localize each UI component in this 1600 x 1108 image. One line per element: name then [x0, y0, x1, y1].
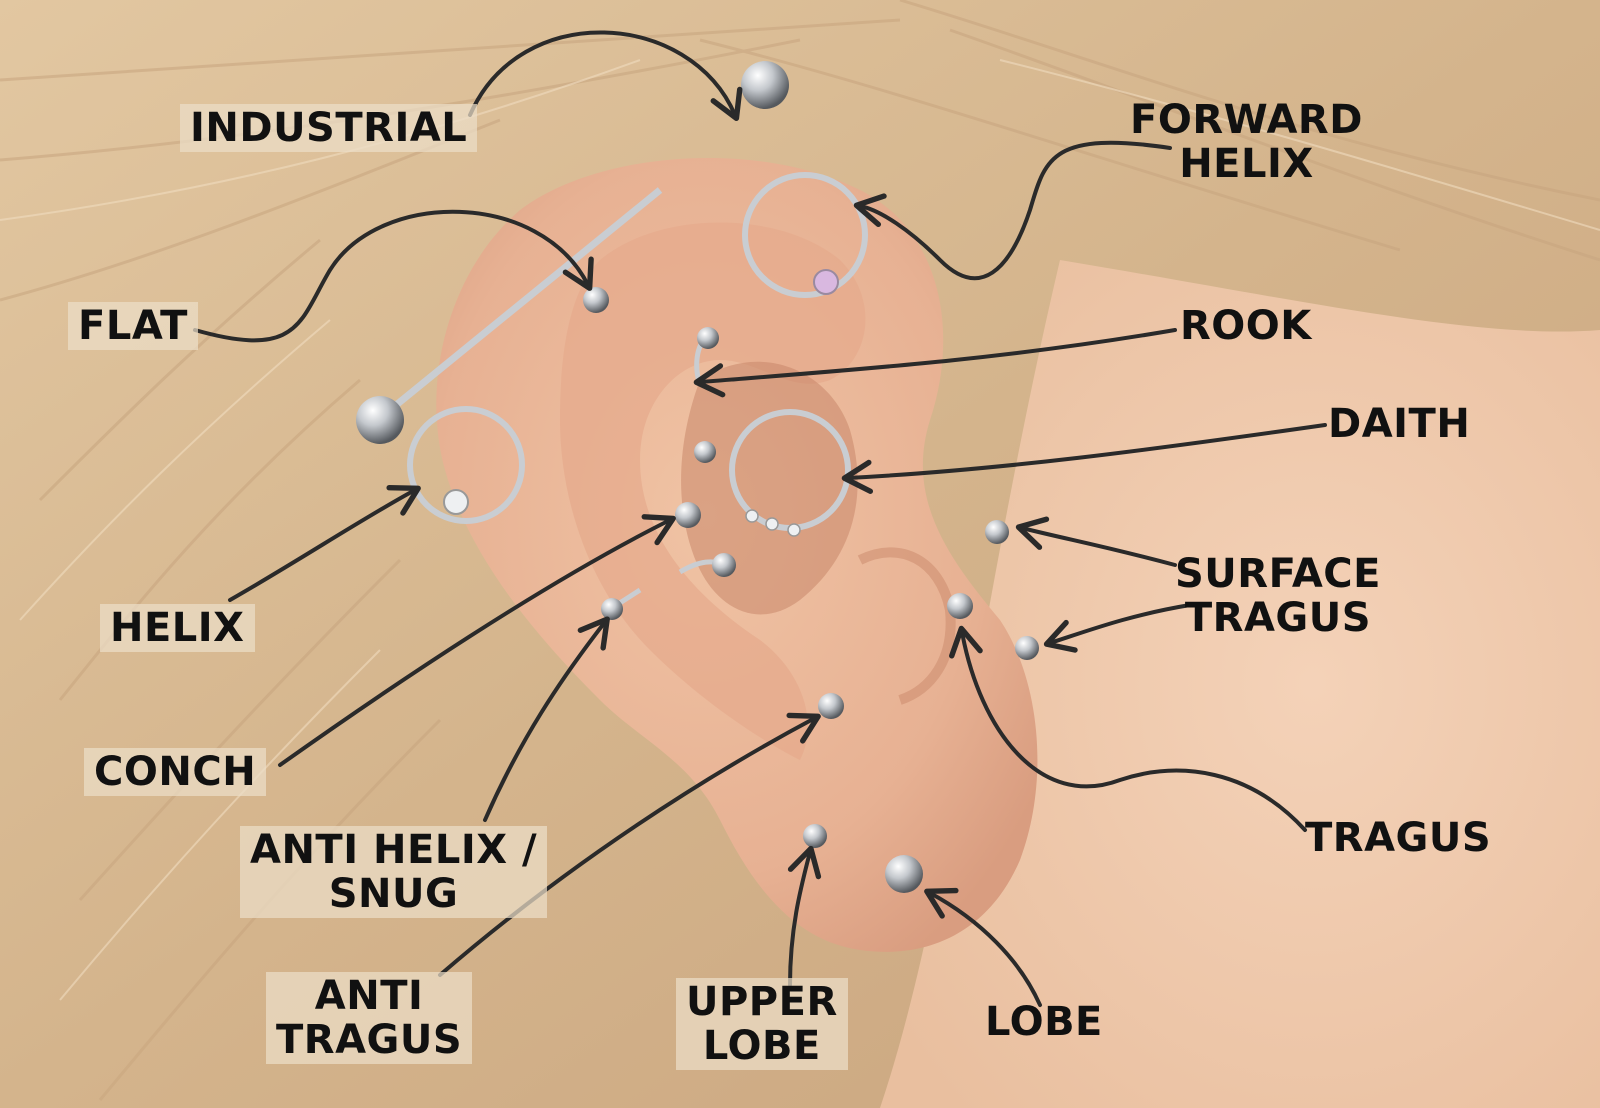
industrial-ball-top: [741, 61, 789, 109]
tragus-stud: [947, 593, 973, 619]
label-helix: HELIX: [100, 604, 255, 652]
label-lobe: LOBE: [975, 998, 1113, 1046]
arrow-lobe: [924, 887, 1042, 1007]
arrow-conch: [278, 514, 676, 767]
arrow-helix: [228, 485, 421, 602]
label-helix-text: HELIX: [110, 605, 245, 651]
label-flat: FLAT: [68, 302, 198, 350]
industrial-ball-left: [356, 396, 404, 444]
label-tragus: TRAGUS: [1295, 814, 1501, 862]
arrow-upper-lobe: [787, 845, 822, 987]
arrow-snug: [483, 616, 610, 822]
helix-gem: [443, 489, 469, 515]
label-upper-lobe-line1: UPPER: [686, 979, 838, 1025]
label-tragus-text: TRAGUS: [1305, 815, 1492, 861]
label-lobe-text: LOBE: [985, 999, 1103, 1045]
label-daith: DAITH: [1318, 400, 1480, 448]
label-anti-tragus: ANTI TRAGUS: [266, 972, 473, 1064]
label-surface-tragus: SURFACE TRAGUS: [1165, 550, 1391, 642]
surface-tragus-bottom: [1015, 636, 1039, 660]
label-anti-tragus-line1: ANTI: [314, 973, 424, 1019]
arrows: [193, 30, 1327, 1007]
arrow-surface-tragus-1: [1015, 516, 1177, 567]
anti-tragus-stud: [818, 693, 844, 719]
rook-ball-top: [697, 327, 719, 349]
label-anti-helix-snug-line2: SNUG: [328, 871, 459, 917]
label-rook-text: ROOK: [1180, 303, 1312, 349]
flat-stud: [583, 287, 609, 313]
arrow-anti-tragus: [438, 712, 821, 977]
arrow-industrial: [468, 30, 743, 122]
label-forward-helix: FORWARD HELIX: [1120, 96, 1373, 188]
label-forward-helix-line2: HELIX: [1179, 141, 1314, 187]
label-upper-lobe: UPPER LOBE: [676, 978, 848, 1070]
label-flat-text: FLAT: [78, 303, 188, 349]
label-rook: ROOK: [1170, 302, 1322, 350]
label-daith-text: DAITH: [1328, 401, 1471, 447]
forward-helix-ring: [742, 172, 868, 298]
snug-stud: [601, 598, 623, 620]
label-upper-lobe-line2: LOBE: [702, 1023, 821, 1069]
label-surface-tragus-line1: SURFACE: [1175, 551, 1381, 597]
label-anti-helix-snug: ANTI HELIX / SNUG: [240, 826, 548, 918]
label-surface-tragus-line2: TRAGUS: [1184, 595, 1372, 641]
face-skin: [880, 260, 1600, 1108]
lobe-stud: [885, 855, 923, 893]
label-industrial: INDUSTRIAL: [180, 104, 478, 152]
label-conch-text: CONCH: [94, 749, 257, 795]
arrow-flat: [193, 209, 594, 343]
forward-helix-gem: [813, 269, 839, 295]
arrow-forward-helix: [853, 140, 1172, 281]
rook-ball-bottom: [694, 441, 716, 463]
label-industrial-text: INDUSTRIAL: [190, 105, 468, 151]
conch-stud: [675, 502, 701, 528]
arrow-daith: [841, 423, 1327, 494]
industrial-bar: [387, 187, 663, 413]
label-forward-helix-line1: FORWARD: [1130, 97, 1363, 143]
arrow-tragus: [949, 625, 1307, 832]
surface-tragus-top: [985, 520, 1009, 544]
label-conch: CONCH: [84, 748, 267, 796]
arrow-surface-tragus-2: [1043, 603, 1192, 653]
jewelry: [356, 61, 1039, 893]
ear-inner-fold: [560, 222, 866, 760]
arrow-rook: [693, 328, 1177, 398]
label-anti-helix-snug-line1: ANTI HELIX /: [250, 827, 538, 873]
helix-ring: [407, 406, 525, 524]
conch-ball-2: [712, 553, 736, 577]
ear-canal-shadow: [681, 361, 858, 615]
upper-lobe-stud: [803, 824, 827, 848]
label-anti-tragus-line2: TRAGUS: [276, 1017, 463, 1063]
